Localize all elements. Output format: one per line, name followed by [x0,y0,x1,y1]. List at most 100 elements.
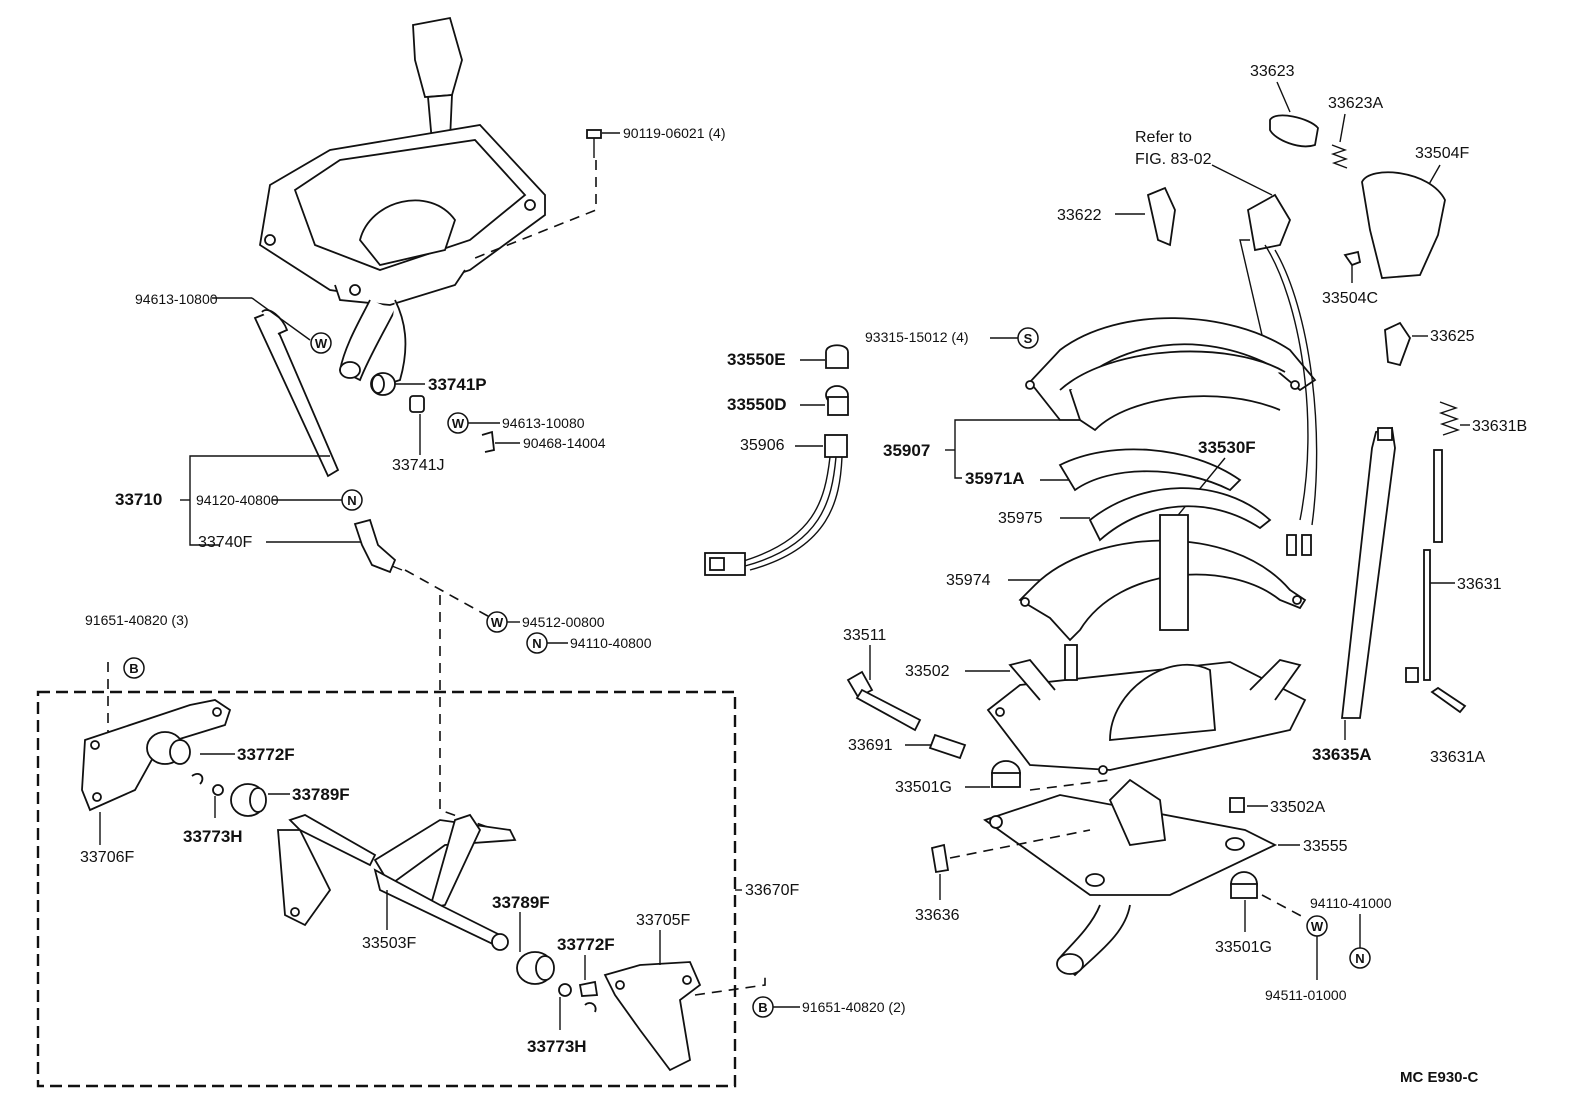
label-94613-10800: 94613-10800 [135,291,218,307]
svg-text:W: W [315,336,328,351]
label-94512-00800: 94512-00800 [522,614,605,630]
svg-text:N: N [1355,951,1364,966]
label-94120-40800: 94120-40800 [196,492,279,508]
label-33502: 33502 [905,663,950,680]
lower-plate-33555 [983,778,1278,977]
clip-33636 [930,843,950,874]
label-33635A: 33635A [1312,745,1372,764]
spring-33631B [1438,401,1461,436]
svg-text:N: N [532,636,541,651]
label-94511-01000: 94511-01000 [1265,987,1347,1003]
screw-33504C [1343,250,1362,267]
switch-harness [1239,193,1318,556]
bulb-33550D [825,385,849,416]
label-35906: 35906 [740,437,785,454]
label-33741J: 33741J [392,457,445,474]
assembly-outline-33670F [36,690,737,1088]
label-33623A: 33623A [1328,95,1383,112]
cover-35974 [1018,514,1307,642]
cover-33622 [1146,186,1176,247]
label-33503F: 33503F [362,935,416,952]
label-33691: 33691 [848,737,893,754]
label-33625: 33625 [1430,328,1475,345]
plate-35971A [1058,448,1242,492]
label-33501G-lower: 33501G [1215,939,1272,956]
svg-text:B: B [129,661,138,676]
control-rod [253,309,340,478]
bushing-33501G-upper [991,760,1021,788]
label-33631: 33631 [1457,576,1502,593]
label-33789F-upper: 33789F [292,785,350,804]
label-33631B: 33631B [1472,418,1527,435]
label-33631A: 33631A [1430,749,1485,766]
pin-33691 [928,733,967,760]
bushing-33789F-lower [516,951,555,985]
label-35971A: 35971A [965,469,1025,488]
label-33706F: 33706F [80,849,134,866]
label-33550E: 33550E [727,350,786,369]
label-33773H-upper: 33773H [183,827,243,846]
plate-35975 [1088,487,1272,542]
indicator-cover-35907 [1025,317,1317,432]
label-90119-06021: 90119-06021 (4) [623,125,725,141]
bushing-33741P [370,372,396,396]
svg-text:S: S [1024,331,1033,346]
screw-symbol-s: S [1017,327,1039,349]
label-33670F: 33670F [745,882,799,899]
label-33636: 33636 [915,907,960,924]
washer-symbol-94511: W [1306,915,1328,937]
washer-symbol-94512: W [486,611,508,633]
bolt-symbol-b-lower: B [752,996,774,1018]
label-33741P: 33741P [428,375,487,394]
label-33623: 33623 [1250,63,1295,80]
shift-lever-knob [412,16,463,143]
label-33710: 33710 [115,490,162,509]
refer-note-line2: FIG. 83-02 [1135,151,1212,168]
label-94613-10080: 94613-10080 [502,415,585,431]
label-35974: 35974 [946,572,991,589]
refer-note-line1: Refer to [1135,129,1192,146]
rod-33635A [1340,426,1396,719]
spring-33623A [1330,144,1349,169]
drawing-code: MC E930-C [1400,1069,1479,1086]
svg-text:W: W [491,615,504,630]
svg-text:N: N [347,493,356,508]
knob-33504F [1361,171,1446,279]
label-33504C: 33504C [1322,290,1378,307]
rod-33631 [1405,449,1443,683]
label-33740F: 33740F [198,534,252,551]
button-33623 [1269,114,1319,148]
bushing-33502A [1229,797,1245,813]
label-33555: 33555 [1303,838,1348,855]
base-plate-33502 [986,644,1307,775]
bolt-90119 [469,129,620,261]
bushing-33501G-lower [1230,871,1258,899]
washer-symbol-94613: W [447,412,469,434]
pin-33631A [1430,686,1467,714]
svg-text:W: W [452,416,465,431]
label-93315-15012: 93315-15012 (4) [865,329,969,345]
label-33501G-upper: 33501G [895,779,952,796]
label-33511: 33511 [843,627,886,644]
label-33772F-lower: 33772F [557,935,615,954]
label-91651-40820-3: 91651-40820 (3) [85,612,189,628]
swivel-33740F [353,518,403,574]
label-94110-40800: 94110-40800 [570,635,652,651]
shift-lever-housing [259,124,546,386]
bushing-33789F-upper [230,783,267,817]
label-33502A: 33502A [1270,799,1325,816]
shaft-33503F [277,813,517,951]
label-33773H-lower: 33773H [527,1037,587,1056]
label-90468-14004: 90468-14004 [523,435,606,451]
bolt-33511 [846,670,922,732]
clip-33625 [1384,321,1412,367]
nut-symbol: N [341,489,363,511]
washer-symbol: W [310,332,332,354]
label-33772F-upper: 33772F [237,745,295,764]
label-33504F: 33504F [1415,145,1469,162]
label-94110-41000: 94110-41000 [1310,895,1392,911]
pin-33741J [409,395,425,413]
label-33622: 33622 [1057,207,1102,224]
bracket-33706F [81,699,232,812]
